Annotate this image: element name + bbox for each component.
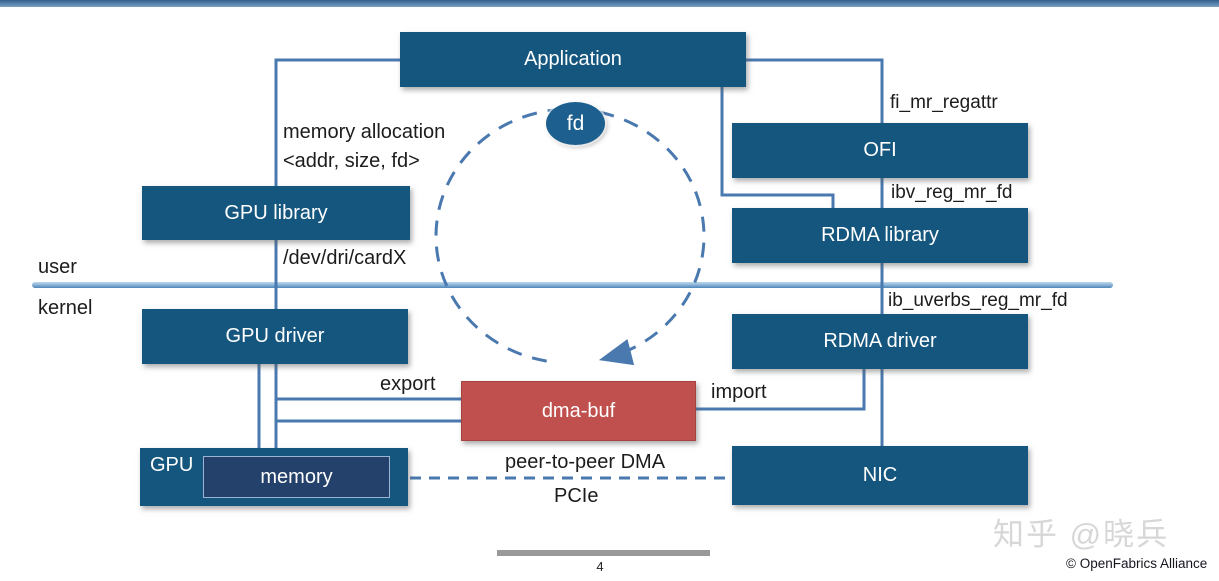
box-ofi-label: OFI <box>863 139 897 161</box>
box-rdma-driver-label: RDMA driver <box>823 330 937 352</box>
box-gpu-driver: GPU driver <box>142 309 408 364</box>
memory-allocation-label: memory allocation <addr, size, fd> <box>283 118 445 176</box>
fd-cycle-dashed-circle <box>434 107 706 366</box>
memory-allocation-line2: <addr, size, fd> <box>283 150 420 172</box>
box-gpu: GPU memory <box>140 448 408 506</box>
box-nic: NIC <box>732 446 1028 505</box>
box-application: Application <box>400 32 746 87</box>
connector-application-to-rdma-library <box>720 87 835 209</box>
dev-dri-cardx-label: /dev/dri/cardX <box>283 247 407 269</box>
box-nic-label: NIC <box>862 464 898 486</box>
export-label: export <box>380 373 436 395</box>
box-rdma-library: RDMA library <box>732 208 1028 263</box>
pcie-label: PCIe <box>554 485 599 507</box>
box-dma-buf-label: dma-buf <box>541 399 616 422</box>
page-number: 4 <box>596 559 604 574</box>
box-gpu-library-label: GPU library <box>224 201 328 224</box>
box-dma-buf: dma-buf <box>461 381 696 441</box>
box-gpu-library: GPU library <box>142 186 410 240</box>
copyright-text: © OpenFabrics Alliance <box>1066 556 1208 571</box>
box-application-label: Application <box>524 48 622 70</box>
box-memory: memory <box>203 456 390 498</box>
box-gpu-driver-label: GPU driver <box>225 325 325 347</box>
peer-to-peer-dma-label: peer-to-peer DMA <box>505 451 666 473</box>
slide-top-bar <box>0 0 1219 7</box>
fd-label: fd <box>566 111 585 135</box>
fd-oval: fd <box>546 102 605 145</box>
kernel-label: kernel <box>38 297 93 319</box>
ib-uverbs-reg-mr-fd-label: ib_uverbs_reg_mr_fd <box>888 290 1068 311</box>
box-rdma-library-label: RDMA library <box>821 224 939 246</box>
connector-application-to-gpu-driver <box>274 58 400 309</box>
user-kernel-divider <box>32 282 1113 288</box>
watermark-text: 知乎 @晓兵 <box>993 517 1170 552</box>
user-label: user <box>38 256 77 278</box>
box-ofi: OFI <box>732 123 1028 178</box>
box-rdma-driver: RDMA driver <box>732 314 1028 369</box>
fi-mr-regattr-label: fi_mr_regattr <box>890 92 998 113</box>
connector-import-line <box>694 369 866 411</box>
memory-allocation-line1: memory allocation <box>283 121 446 143</box>
ibv-reg-mr-fd-label: ibv_reg_mr_fd <box>891 182 1013 203</box>
import-label: import <box>711 381 767 403</box>
box-memory-label: memory <box>260 465 333 488</box>
slide-progress-bar <box>497 550 710 556</box>
box-gpu-label: GPU <box>150 454 194 476</box>
